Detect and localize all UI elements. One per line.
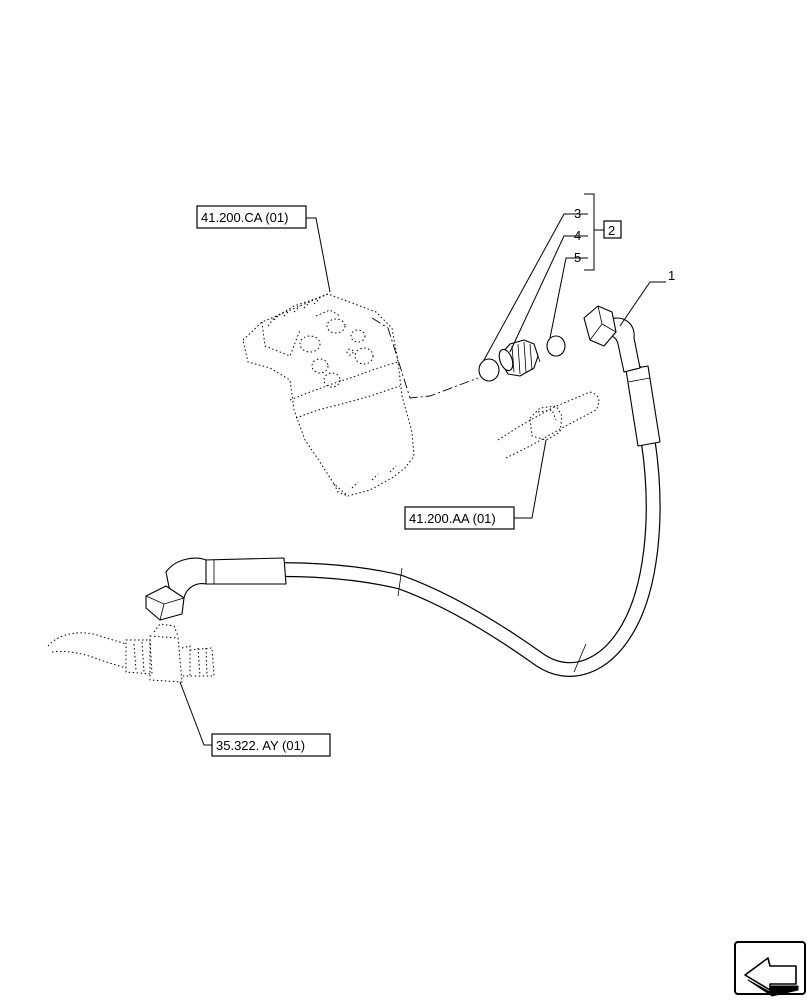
leader-tee-fitting (179, 681, 212, 746)
leader-hose (619, 281, 666, 327)
ref-tee-fitting-label: 35.322. AY (01) (216, 738, 305, 753)
ref-steering-unit[interactable]: 41.200.CA (01) (196, 205, 307, 229)
ref-steering-cylinder[interactable]: 41.200.AA (01) (404, 506, 515, 530)
adapter-fitting (498, 339, 541, 377)
kit-bracket (584, 193, 604, 271)
leader-steering-unit (306, 217, 331, 293)
callout-o-ring-small: 5 (574, 250, 581, 265)
leader-o-ring-small (549, 257, 588, 339)
previous-page-arrow-icon[interactable] (734, 941, 806, 997)
callout-o-ring-large: 4 (574, 228, 581, 243)
steering-unit (242, 293, 415, 497)
leader-steering-cylinder (514, 439, 547, 519)
callout-kit: 2 (608, 223, 615, 238)
ref-steering-cylinder-label: 41.200.AA (01) (409, 511, 496, 526)
leader-adapter (483, 213, 588, 361)
ref-steering-unit-label: 41.200.CA (01) (201, 210, 288, 225)
steering-cylinder-pipe (497, 391, 600, 459)
callout-hose: 1 (668, 268, 675, 283)
callout-kit-box (603, 220, 622, 239)
o-ring-large (478, 358, 500, 382)
callout-adapter: 3 (574, 206, 581, 221)
hydraulic-hose (145, 305, 661, 677)
o-ring-small (546, 335, 566, 357)
leader-o-ring-large (509, 235, 588, 353)
ref-tee-fitting[interactable]: 35.322. AY (01) (211, 733, 331, 757)
tee-fitting (47, 623, 215, 683)
assembly-line (371, 317, 479, 399)
